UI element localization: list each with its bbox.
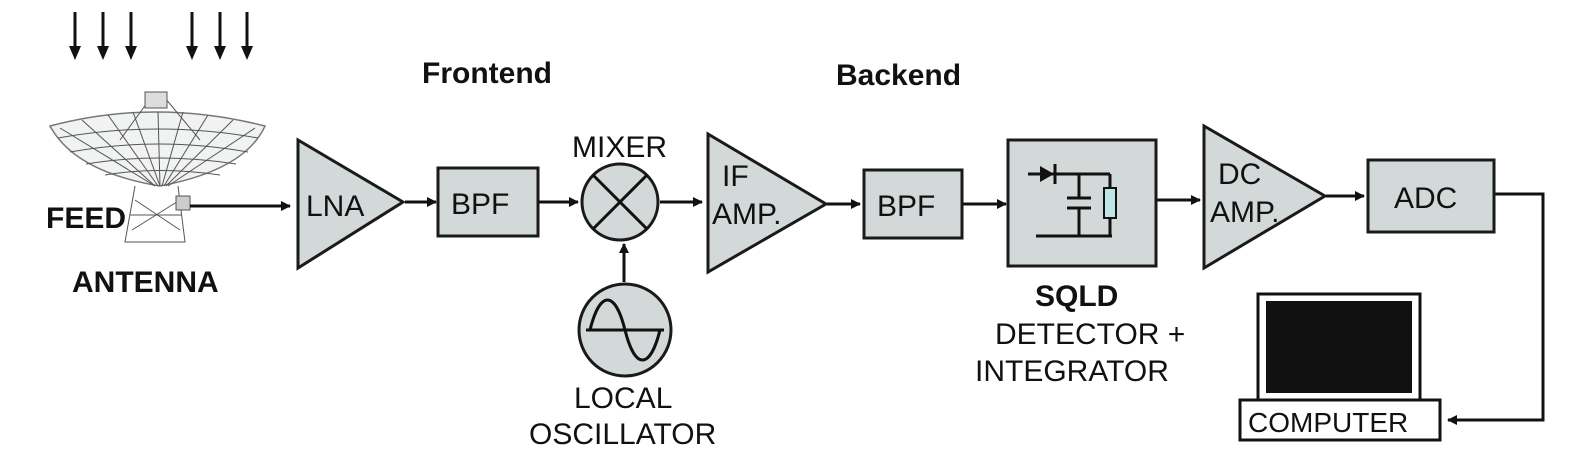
adc-block: ADC: [1366, 158, 1496, 234]
antenna-label: ANTENNA: [72, 266, 219, 299]
computer-label: COMPUTER: [1248, 407, 1408, 438]
sqld-label: SQLD: [1035, 280, 1118, 313]
dc-amp-label-line1: DC: [1218, 158, 1261, 191]
bpf2-label: BPF: [877, 190, 935, 223]
if-amp-label-line1: IF: [722, 160, 749, 193]
capacitor-icon: [1067, 174, 1091, 236]
detector-label-line1: DETECTOR +: [995, 318, 1185, 351]
local-oscillator: [577, 282, 673, 378]
lna-label: LNA: [306, 190, 364, 223]
backend-heading: Backend: [836, 59, 961, 92]
local-osc-label-line2: OSCILLATOR: [529, 418, 716, 451]
feed-label: FEED: [46, 202, 126, 235]
diode-icon: [1028, 164, 1110, 184]
bpf1-label: BPF: [451, 188, 509, 221]
local-osc-label-line1: LOCAL: [574, 382, 672, 415]
detector-label-line2: INTEGRATOR: [975, 355, 1169, 388]
dc-amp-label-line2: AMP.: [1210, 196, 1279, 229]
bpf-block-1: BPF: [436, 166, 540, 238]
lna-amplifier: LNA: [296, 137, 406, 271]
resistor-icon: [1103, 174, 1117, 236]
dish-antenna-icon: [48, 91, 267, 243]
if-amplifier: IF AMP.: [706, 131, 829, 275]
computer-monitor-icon: COMPUTER: [1238, 292, 1442, 442]
dc-amplifier: DC AMP.: [1202, 123, 1328, 271]
mixer-label: MIXER: [572, 131, 667, 164]
bpf-block-2: BPF: [862, 168, 964, 240]
adc-label: ADC: [1394, 182, 1457, 215]
adc-to-computer-arrow: [1447, 192, 1545, 425]
mixer-icon: [580, 162, 660, 242]
if-amp-label-line2: AMP.: [712, 198, 781, 231]
detector-integrator-block: [1006, 138, 1158, 268]
incoming-signal-arrows-icon: [69, 12, 253, 60]
frontend-heading: Frontend: [422, 57, 552, 90]
